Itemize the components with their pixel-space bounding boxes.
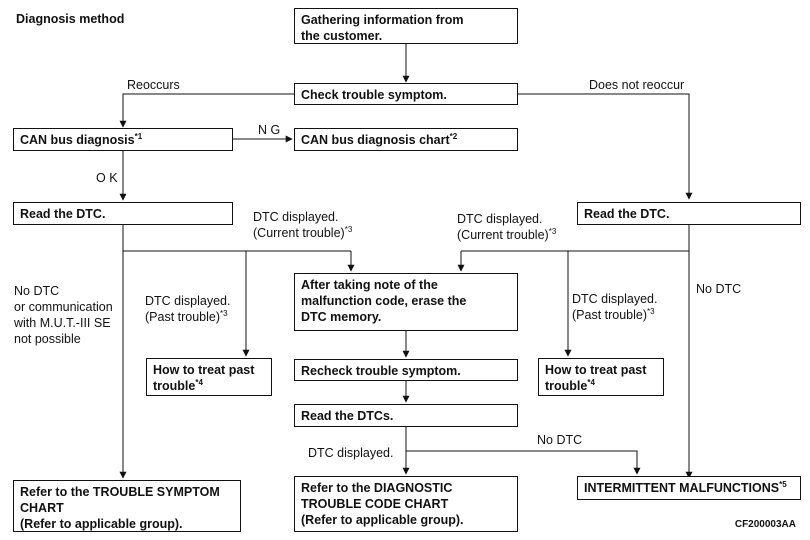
label-line-main: (Past trouble) xyxy=(145,310,221,324)
footnote-mark: *3 xyxy=(647,306,655,316)
label-dtc-displayed: DTC displayed. xyxy=(308,446,394,460)
node-read-dtc-left: Read the DTC. xyxy=(13,202,233,225)
node-text: How to treat past xyxy=(545,363,647,377)
label-line: DTC displayed. xyxy=(457,212,543,226)
node-read-dtcs: Read the DTCs. xyxy=(294,404,518,427)
node-text: CAN bus diagnosis chart*2 xyxy=(301,132,511,148)
label-line: DTC displayed. xyxy=(572,292,658,306)
node-text: DTC memory. xyxy=(301,310,382,324)
footnote-mark: *4 xyxy=(587,377,595,387)
node-text: (Refer to applicable group). xyxy=(301,513,464,527)
label-line: or communication xyxy=(14,300,113,314)
node-gather-info: Gathering information from the customer. xyxy=(294,8,518,44)
node-text-main: CAN bus diagnosis chart xyxy=(301,133,450,147)
label-no-dtc-left: No DTC or communication with M.U.T.-III … xyxy=(14,283,113,347)
node-text: Check trouble symptom. xyxy=(301,88,447,102)
node-erase-dtc-memory: After taking note of the malfunction cod… xyxy=(294,273,518,331)
node-past-trouble-right: How to treat past trouble*4 xyxy=(538,358,664,396)
node-text: trouble*4 xyxy=(153,378,265,394)
label-line: (Past trouble)*3 xyxy=(572,307,657,323)
node-can-bus-chart: CAN bus diagnosis chart*2 xyxy=(294,128,518,151)
node-text: How to treat past xyxy=(153,363,255,377)
node-can-bus-diagnosis: CAN bus diagnosis*1 xyxy=(13,128,233,151)
label-does-not-reoccur: Does not reoccur xyxy=(589,78,685,92)
label-line-main: (Current trouble) xyxy=(253,226,345,240)
node-check-symptom: Check trouble symptom. xyxy=(294,83,518,105)
node-text: Recheck trouble symptom. xyxy=(301,364,461,378)
label-line: (Current trouble)*3 xyxy=(457,227,556,243)
label-ng: N G xyxy=(258,123,281,137)
label-line: DTC displayed. xyxy=(145,294,231,308)
label-line-main: (Past trouble) xyxy=(572,308,648,322)
label-line: with M.U.T.-III SE xyxy=(14,316,111,330)
node-intermittent-malfunctions: INTERMITTENT MALFUNCTIONS*5 xyxy=(577,476,801,500)
label-dtc-past-right: DTC displayed. (Past trouble)*3 xyxy=(572,291,657,323)
label-no-dtc-middle: No DTC xyxy=(537,433,583,447)
node-text: Refer to the TROUBLE SYMPTOM xyxy=(20,485,220,499)
label-no-dtc-right: No DTC xyxy=(696,282,742,296)
node-text: CAN bus diagnosis*1 xyxy=(20,132,226,148)
footnote-mark: *1 xyxy=(134,131,143,141)
label-line: DTC displayed. xyxy=(253,210,339,224)
node-text: CHART xyxy=(20,501,64,515)
footnote-mark: *3 xyxy=(548,226,557,236)
node-text-main: trouble xyxy=(153,379,196,393)
label-line: No DTC xyxy=(14,284,60,298)
label-dtc-current-right: DTC displayed. (Current trouble)*3 xyxy=(457,211,556,243)
node-text: After taking note of the xyxy=(301,278,438,292)
node-text: Refer to the DIAGNOSTIC xyxy=(301,481,453,495)
node-text: trouble*4 xyxy=(545,378,657,394)
label-line: not possible xyxy=(14,332,81,346)
label-dtc-past-left: DTC displayed. (Past trouble)*3 xyxy=(145,293,230,325)
label-line: (Current trouble)*3 xyxy=(253,225,352,241)
label-line: (Past trouble)*3 xyxy=(145,309,230,325)
figure-id: CF200003AA xyxy=(734,519,796,530)
node-text-main: INTERMITTENT MALFUNCTIONS xyxy=(584,481,780,495)
footnote-mark: *3 xyxy=(220,308,228,318)
node-text: Gathering information from xyxy=(301,13,464,27)
node-read-dtc-right: Read the DTC. xyxy=(577,202,801,225)
node-text: Read the DTCs. xyxy=(301,409,394,423)
node-text-main: CAN bus diagnosis xyxy=(20,133,135,147)
node-text: TROUBLE CODE CHART xyxy=(301,497,449,511)
edge-check-readR xyxy=(518,93,693,200)
edge-readDTCs-intermittent xyxy=(406,450,641,475)
edge-check-canbus xyxy=(119,93,294,128)
node-text: Read the DTC. xyxy=(584,207,670,221)
footnote-mark: *5 xyxy=(779,479,787,489)
footnote-mark: *4 xyxy=(195,377,203,387)
node-text: Read the DTC. xyxy=(20,207,106,221)
node-trouble-symptom-chart: Refer to the TROUBLE SYMPTOM CHART (Refe… xyxy=(13,480,241,532)
diagram-title: Diagnosis method xyxy=(16,12,125,26)
label-ok: O K xyxy=(96,171,118,185)
node-text: malfunction code, erase the xyxy=(301,294,467,308)
footnote-mark: *3 xyxy=(344,224,353,234)
node-text: (Refer to applicable group). xyxy=(20,517,183,531)
node-past-trouble-left: How to treat past trouble*4 xyxy=(146,358,272,396)
node-recheck-symptom: Recheck trouble symptom. xyxy=(294,359,518,381)
node-text: INTERMITTENT MALFUNCTIONS*5 xyxy=(584,480,794,496)
label-line-main: (Current trouble) xyxy=(457,228,549,242)
label-reoccurs: Reoccurs xyxy=(127,78,180,92)
node-text: the customer. xyxy=(301,29,383,43)
node-text-main: trouble xyxy=(545,379,588,393)
label-dtc-current-left: DTC displayed. (Current trouble)*3 xyxy=(253,209,352,241)
footnote-mark: *2 xyxy=(449,131,458,141)
node-diagnostic-code-chart: Refer to the DIAGNOSTIC TROUBLE CODE CHA… xyxy=(294,476,518,532)
